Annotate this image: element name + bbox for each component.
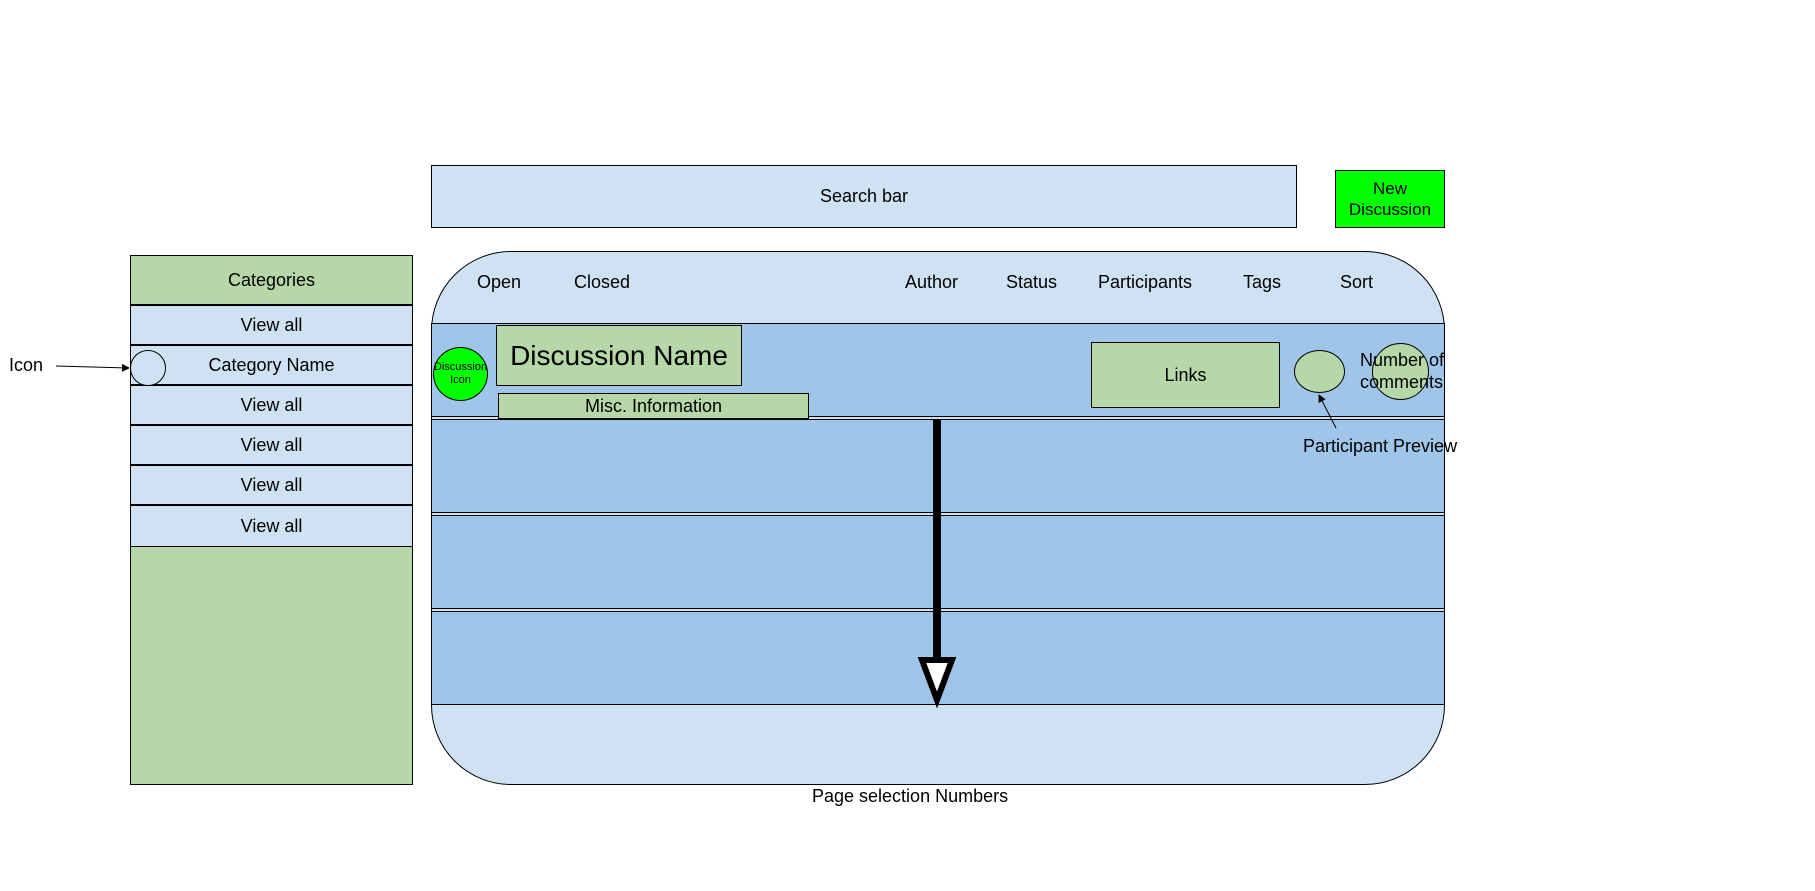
filter-status[interactable]: Status <box>1006 272 1058 292</box>
category-icon <box>130 350 166 386</box>
annotation-participant-preview: Participant Preview <box>1303 436 1458 456</box>
links-label: Links <box>1164 364 1207 385</box>
discussion-icon: Discussion Icon <box>433 347 488 401</box>
icon-annotation-arrow <box>55 363 130 372</box>
category-item-category-name[interactable]: Category Name <box>130 345 413 385</box>
discussion-icon-label: Discussion Icon <box>433 361 488 386</box>
new-discussion-button[interactable]: New Discussion <box>1335 170 1445 228</box>
participant-annotation-arrow <box>1318 394 1337 429</box>
new-discussion-label: New Discussion <box>1348 179 1432 219</box>
discussion-name[interactable]: Discussion Name <box>496 325 742 386</box>
filter-author[interactable]: Author <box>905 272 959 292</box>
filter-participants[interactable]: Participants <box>1098 272 1193 292</box>
category-item-label: View all <box>240 314 303 335</box>
filter-sort[interactable]: Sort <box>1340 272 1374 292</box>
category-item-label: View all <box>240 474 303 495</box>
search-bar-label: Search bar <box>819 186 909 206</box>
category-item-view-all[interactable]: View all <box>130 505 413 547</box>
category-item-view-all[interactable]: View all <box>130 385 413 425</box>
filter-open[interactable]: Open <box>477 272 522 292</box>
category-item-label: View all <box>240 434 303 455</box>
category-item-view-all[interactable]: View all <box>130 305 413 345</box>
categories-header-label: Categories <box>227 269 316 290</box>
comments-count-badge <box>1372 343 1429 400</box>
category-item-label: View all <box>240 394 303 415</box>
misc-information-label: Misc. Information <box>584 395 723 416</box>
filter-tags[interactable]: Tags <box>1243 272 1282 292</box>
misc-information: Misc. Information <box>498 393 809 419</box>
search-bar[interactable]: Search bar <box>431 165 1297 228</box>
scroll-arrow-head <box>917 657 957 709</box>
links-box[interactable]: Links <box>1091 342 1280 408</box>
category-item-label: Category Name <box>208 354 335 375</box>
category-item-view-all[interactable]: View all <box>130 465 413 505</box>
filter-closed[interactable]: Closed <box>574 272 631 292</box>
category-item-label: View all <box>240 515 303 536</box>
annotation-page-selection: Page selection Numbers <box>812 786 1009 806</box>
comments-count-label: Number of comments <box>1360 350 1445 392</box>
categories-header: Categories <box>130 255 413 305</box>
category-item-view-all[interactable]: View all <box>130 425 413 465</box>
annotation-icon: Icon <box>9 355 44 375</box>
discussion-name-label: Discussion Name <box>510 339 728 371</box>
participant-preview-avatar[interactable] <box>1294 350 1345 393</box>
